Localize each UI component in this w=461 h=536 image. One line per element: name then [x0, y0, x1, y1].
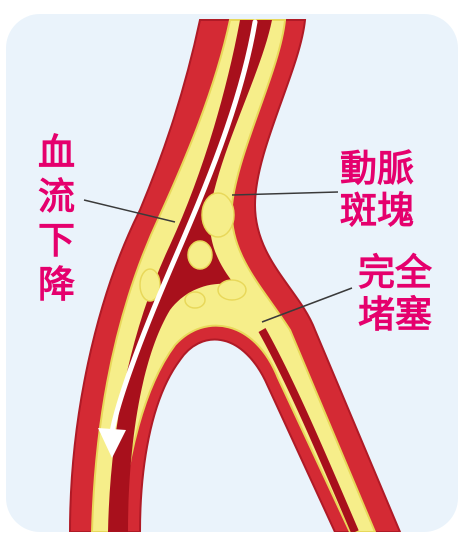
- label-char: 流: [38, 178, 75, 222]
- complete-blockage-label: 完全 堵塞: [358, 254, 432, 338]
- label-char: 下: [38, 222, 75, 266]
- label-line: 動脈: [340, 150, 414, 192]
- label-char: 降: [38, 266, 75, 310]
- label-line: 斑塊: [340, 192, 414, 234]
- blood-flow-decrease-label: 血 流 下 降: [38, 134, 75, 310]
- label-line: 完全: [358, 254, 432, 296]
- plaque-label: 動脈 斑塊: [340, 150, 414, 234]
- label-char: 血: [38, 134, 75, 178]
- label-line: 堵塞: [358, 296, 432, 338]
